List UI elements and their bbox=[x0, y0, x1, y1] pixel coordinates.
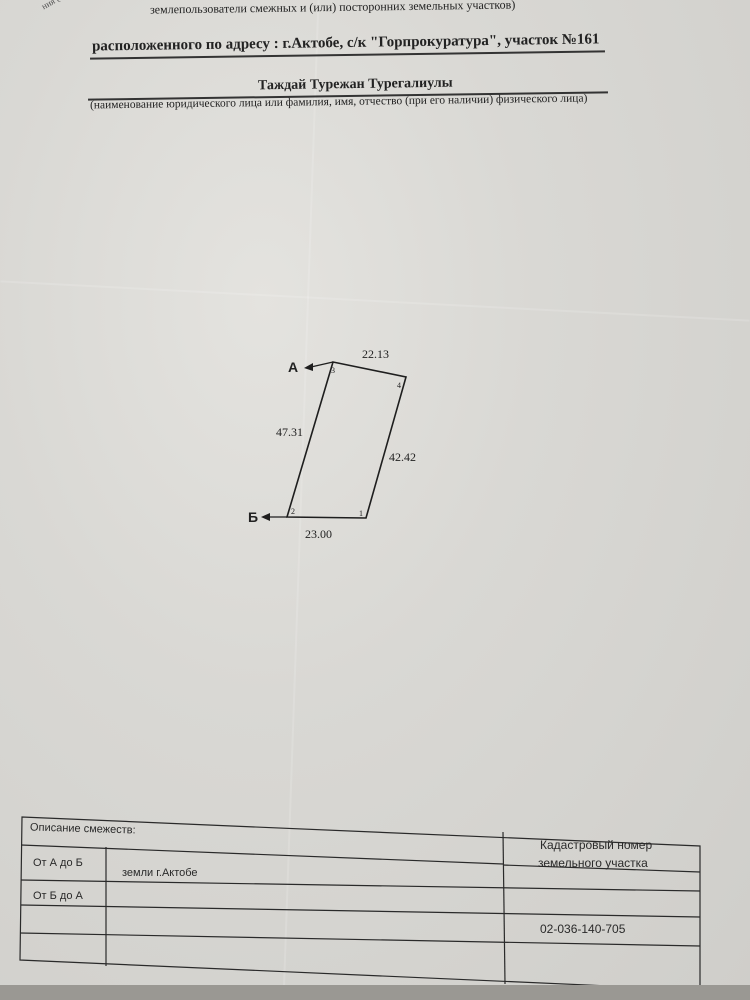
point-label-1: 1 bbox=[359, 509, 363, 518]
adjacency-table-grid bbox=[19, 816, 701, 991]
side-length-top: 22.13 bbox=[362, 347, 389, 361]
table-header-cadastral-line2: земельного участка bbox=[538, 856, 648, 870]
bottom-edge bbox=[0, 985, 750, 1000]
row-a-to-b-description: земли г.Актобе bbox=[122, 867, 198, 879]
cadastral-number: 02-036-140-705 bbox=[540, 922, 626, 936]
plot-boundary bbox=[285, 361, 408, 519]
arrow-b-icon bbox=[261, 513, 270, 521]
marker-a: А bbox=[288, 359, 298, 375]
row-from-a-to-b: От А до Б bbox=[33, 857, 83, 869]
side-length-right: 42.42 bbox=[389, 450, 416, 464]
row-from-b-to-a: От Б до А bbox=[33, 890, 83, 902]
point-label-3: 3 bbox=[331, 366, 335, 375]
side-length-left: 47.31 bbox=[276, 425, 303, 439]
table-header-cadastral-line1: Кадастровый номер bbox=[540, 838, 653, 852]
point-label-2: 2 bbox=[291, 507, 295, 516]
arrow-a-line bbox=[310, 361, 334, 368]
arrow-a-icon bbox=[304, 363, 313, 371]
point-label-4: 4 bbox=[397, 381, 401, 390]
marker-b: Б bbox=[248, 509, 258, 525]
side-length-bottom: 23.00 bbox=[305, 527, 332, 541]
